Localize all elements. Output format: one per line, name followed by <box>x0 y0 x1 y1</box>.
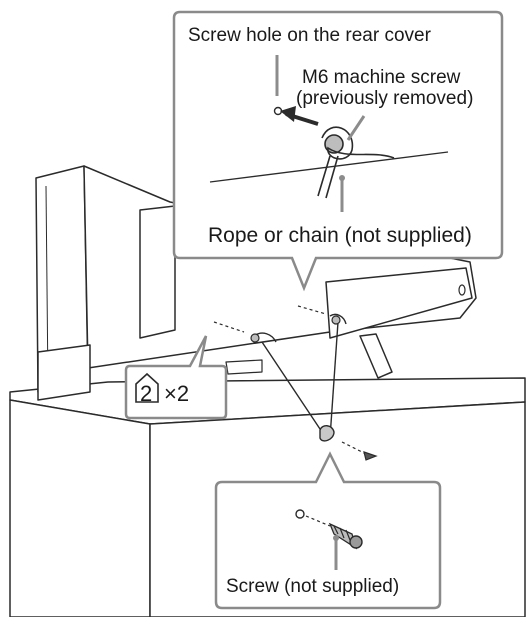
screw-washer-icon <box>296 510 304 518</box>
screw-label: Screw (not supplied) <box>226 576 399 597</box>
tv-stand-base <box>38 345 90 400</box>
machine-screw-label-line2: (previously removed) <box>296 88 473 109</box>
part-quantity: ×2 <box>164 381 189 406</box>
tv-rear-panel <box>140 206 175 338</box>
table-front <box>10 400 150 617</box>
machine-screw-label-line1: M6 machine screw <box>302 67 461 88</box>
part-number: 2 <box>140 381 152 406</box>
rope-label: Rope or chain (not supplied) <box>208 224 472 247</box>
tv-stand-leg <box>360 334 392 378</box>
callout-top: Screw hole on the rear cover M6 machine … <box>174 12 502 288</box>
screw-hole-label: Screw hole on the rear cover <box>188 25 432 46</box>
